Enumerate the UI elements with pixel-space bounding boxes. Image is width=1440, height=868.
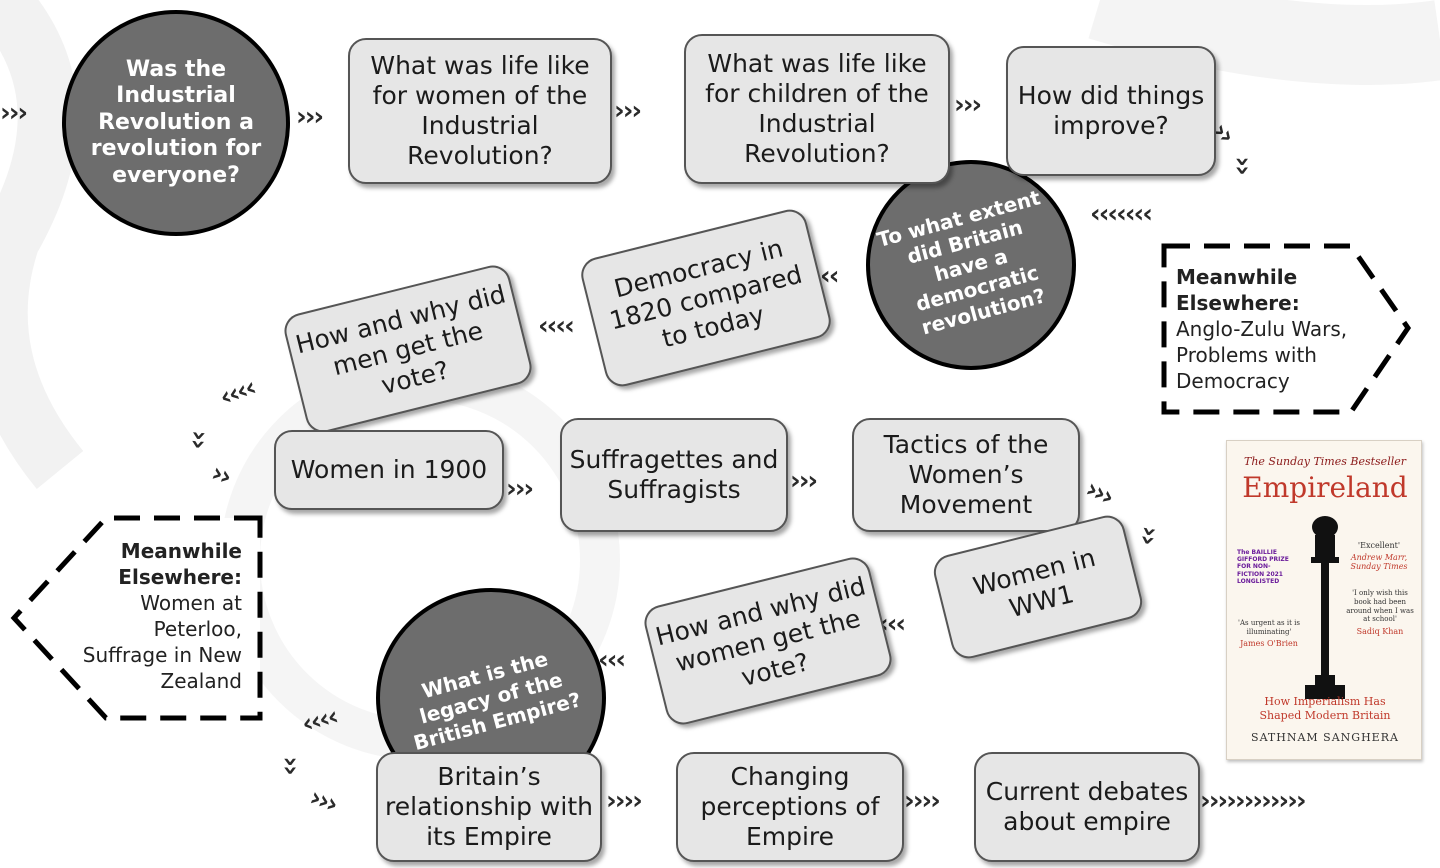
connector-arrow: ››	[822, 262, 840, 292]
connector-arrow: ››	[183, 429, 215, 449]
lesson-box-women-get-vote: How and why did women get the vote?	[640, 553, 896, 729]
lesson-label: How and why did men get the vote?	[292, 279, 509, 400]
lesson-label: Tactics of the Women’s Movement	[883, 430, 1049, 519]
connector-arrow: ›››››››	[1092, 200, 1154, 230]
book-quote-2-author: Sadiq Khan	[1356, 627, 1404, 636]
book-quote-1-author: Andrew Marr, Sunday Times	[1350, 553, 1408, 571]
book-quote-3-author: James O'Brien	[1240, 639, 1298, 648]
lesson-box-children-industrial-revolution: What was life like for children of the I…	[684, 34, 950, 184]
lesson-box-women-ww1: Women in WW1	[930, 511, 1146, 663]
connector-arrow: ›››	[600, 646, 627, 676]
connector-arrow: ›››	[790, 466, 818, 496]
connector-arrow: ›››	[296, 102, 324, 132]
book-quote-3: 'As urgent as it is illuminating'	[1238, 619, 1300, 636]
lesson-label: Women in 1900	[290, 455, 488, 484]
book-author: SATHNAM SANGHERA	[1251, 731, 1399, 744]
connector-arrow: ››	[1132, 523, 1166, 547]
lesson-label: Suffragettes and Suffragists	[569, 445, 779, 504]
connector-arrow: ›››	[0, 98, 28, 128]
enquiry-question-circle-1: Was the Industrial Revolution a revoluti…	[62, 10, 290, 236]
book-prize-badge: The BAILLIE GIFFORD PRIZE FOR NON-FICTIO…	[1237, 549, 1289, 585]
book-cover-empireland: The Sunday Times Bestseller Empireland T…	[1226, 440, 1422, 760]
lesson-label: What was life like for children of the I…	[705, 49, 929, 168]
book-quote-2: 'I only wish this book had been around w…	[1346, 589, 1414, 624]
callout-outline-left	[10, 515, 263, 721]
callout-body: Anglo-Zulu Wars, Problems with Democracy	[1176, 317, 1348, 393]
statue-column-image	[1305, 516, 1345, 699]
lesson-label: Current debates about empire	[985, 777, 1189, 836]
book-bestseller-line: The Sunday Times Bestseller	[1244, 455, 1406, 468]
connector-arrow: ›››	[1080, 473, 1118, 513]
lesson-box-suffragettes-suffragists: Suffragettes and Suffragists	[560, 418, 788, 532]
lesson-label: Women in WW1	[970, 542, 1099, 624]
connector-arrow: ›››	[614, 96, 642, 126]
lesson-label: How and why did women get the vote?	[652, 571, 869, 692]
callout-heading: Meanwhile Elsewhere:	[118, 539, 242, 589]
enquiry-question-text: What is the legacy of the British Empire…	[410, 646, 584, 756]
connector-arrow: ›››	[506, 474, 534, 504]
lesson-box-tactics-womens-movement: Tactics of the Women’s Movement	[852, 418, 1080, 532]
meanwhile-elsewhere-right: Meanwhile Elsewhere: Anglo-Zulu Wars, Pr…	[1176, 264, 1356, 394]
connector-arrow: ››	[1227, 156, 1258, 174]
enquiry-question-circle-2: To what extent did Britain have a democr…	[866, 160, 1076, 370]
connector-arrow: ››››	[540, 312, 575, 342]
callout-outline-right	[1161, 243, 1412, 415]
book-quote-1: 'Excellent'	[1357, 541, 1401, 550]
lesson-box-britain-relationship-empire: Britain’s relationship with its Empire	[376, 752, 602, 862]
connector-arrow: ››››	[606, 786, 643, 816]
connector-arrow: ›››	[305, 782, 341, 820]
lesson-label: Britain’s relationship with its Empire	[385, 762, 593, 851]
connector-arrow: ››	[207, 457, 235, 493]
lesson-box-changing-perceptions-empire: Changing perceptions of Empire	[676, 752, 904, 862]
lesson-label: Democracy in 1820 compared to today	[606, 233, 806, 354]
connector-arrow: ››››	[300, 702, 343, 740]
lesson-label: What was life like for women of the Indu…	[370, 51, 590, 170]
lesson-label: Changing perceptions of Empire	[700, 762, 880, 851]
lesson-box-women-industrial-revolution: What was life like for women of the Indu…	[348, 38, 612, 184]
lesson-label: How did things improve?	[1017, 81, 1205, 140]
connector-arrow: ››	[275, 756, 306, 774]
book-subtitle: How Imperialism Has Shaped Modern Britai…	[1259, 695, 1391, 722]
connector-arrow: ››››››››››››	[1200, 786, 1307, 816]
connector-arrow: ›››	[954, 90, 982, 120]
book-title: Empireland	[1242, 471, 1408, 504]
callout-body: Women at Peterloo, Suffrage in New Zeala…	[82, 591, 242, 693]
lesson-box-men-get-vote: How and why did men get the vote?	[280, 261, 536, 437]
lesson-box-democracy-1820: Democracy in 1820 compared to today	[577, 205, 835, 391]
lesson-box-how-did-things-improve: How did things improve?	[1006, 46, 1216, 176]
lesson-box-women-1900: Women in 1900	[274, 430, 504, 510]
connector-arrow: ››››	[904, 786, 941, 816]
meanwhile-elsewhere-left: Meanwhile Elsewhere: Women at Peterloo, …	[74, 538, 242, 694]
enquiry-question-text: Was the Industrial Revolution a revoluti…	[90, 57, 262, 188]
lesson-box-current-debates-empire: Current debates about empire	[974, 752, 1200, 862]
callout-heading: Meanwhile Elsewhere:	[1176, 265, 1300, 315]
enquiry-question-text: To what extent did Britain have a democr…	[874, 185, 1049, 340]
connector-arrow: ››››	[217, 372, 261, 414]
